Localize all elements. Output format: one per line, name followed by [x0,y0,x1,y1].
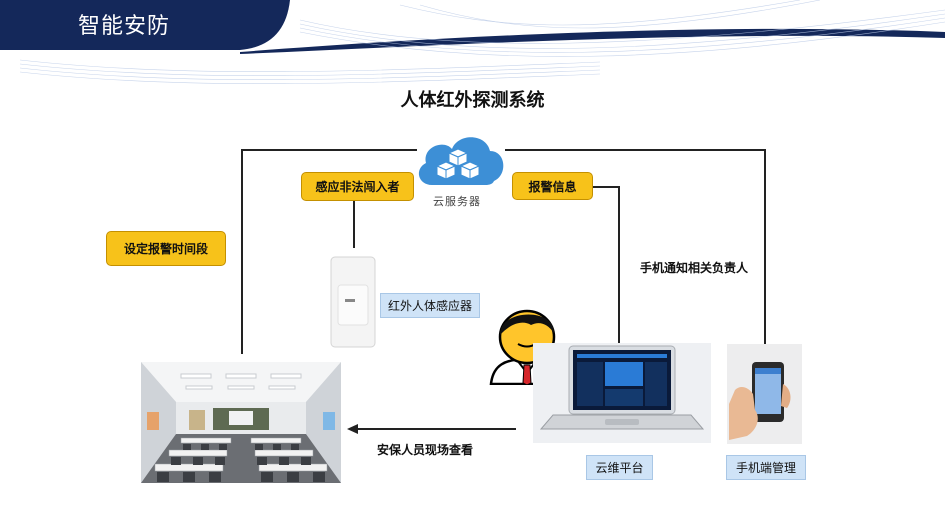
cloud-platform-laptop-icon [533,343,711,443]
connector-left-vertical [241,149,243,354]
page-title: 智能安防 [78,14,171,39]
infrared-sensor-icon [330,256,376,348]
cloud-platform-label: 云维平台 [586,455,653,480]
connector-platform-vertical [618,186,620,344]
connector-top-right [505,149,766,151]
notify-person-label: 手机通知相关负责人 [640,261,749,275]
connector-right-vertical [764,149,766,345]
diagram-title: 人体红外探测系统 [400,90,545,111]
connector-alarm-horizontal [593,186,620,188]
mobile-management-label: 手机端管理 [726,455,806,480]
header-wave-lines [19,0,945,85]
set-alarm-period-label: 设定报警时间段 [106,231,226,266]
security-check-label: 安保人员现场查看 [377,443,474,457]
header-banner [0,0,945,85]
mobile-phone-hand-icon [727,344,802,444]
arrow-security-line [356,428,516,430]
arrow-head-left-icon [347,424,358,434]
header-swoosh [240,28,945,54]
classroom-photo [141,362,341,483]
connector-sensor-vertical [353,186,355,248]
header-bar [0,0,290,50]
connector-top-left [241,149,417,151]
cloud-server-label: 云服务器 [433,195,481,208]
alarm-info-label: 报警信息 [512,172,593,200]
cloud-server-icon [418,137,504,185]
intruder-sensed-label: 感应非法闯入者 [301,172,414,201]
infrared-sensor-label: 红外人体感应器 [380,293,480,318]
